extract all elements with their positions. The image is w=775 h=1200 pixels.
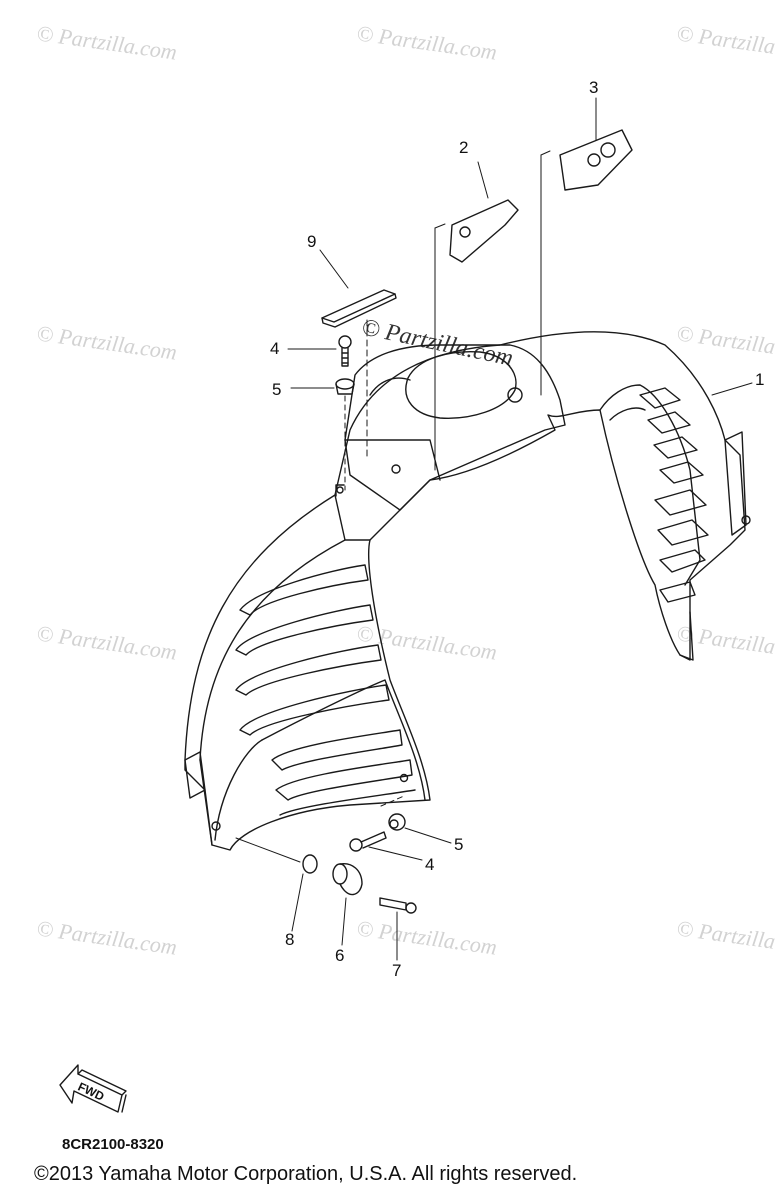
fwd-arrow-icon: FWD (59, 1064, 127, 1113)
leader-lines (287, 97, 753, 961)
assembly-lines (235, 150, 551, 863)
washer-part-8 (302, 854, 318, 874)
fwd-label: FWD (76, 1079, 107, 1103)
callout-1: 1 (755, 370, 765, 389)
callout-4-upper: 4 (270, 339, 280, 358)
grommet-part-6 (332, 863, 363, 896)
plate-part-2 (449, 199, 519, 263)
callout-4-lower: 4 (425, 855, 435, 874)
screw-part-4-lower (349, 831, 387, 852)
callout-3: 3 (589, 78, 599, 97)
bolt-part-7 (379, 897, 417, 914)
callout-8: 8 (285, 930, 295, 949)
callout-5-upper: 5 (272, 380, 282, 399)
collar-part-5-lower (388, 813, 406, 831)
front-cover-part (184, 331, 751, 851)
callout-5-lower: 5 (454, 835, 464, 854)
collar-part-5-upper (335, 378, 355, 395)
diagram-code: 8CR2100-8320 (62, 1136, 164, 1153)
callout-6: 6 (335, 946, 345, 965)
copyright-notice: ©2013 Yamaha Motor Corporation, U.S.A. A… (34, 1163, 578, 1185)
screw-part-4-upper (338, 335, 352, 367)
callout-7: 7 (392, 961, 402, 980)
callout-2: 2 (459, 138, 469, 157)
seal-part-3 (559, 129, 633, 191)
callout-9: 9 (307, 232, 317, 251)
strip-part-9 (321, 289, 397, 328)
